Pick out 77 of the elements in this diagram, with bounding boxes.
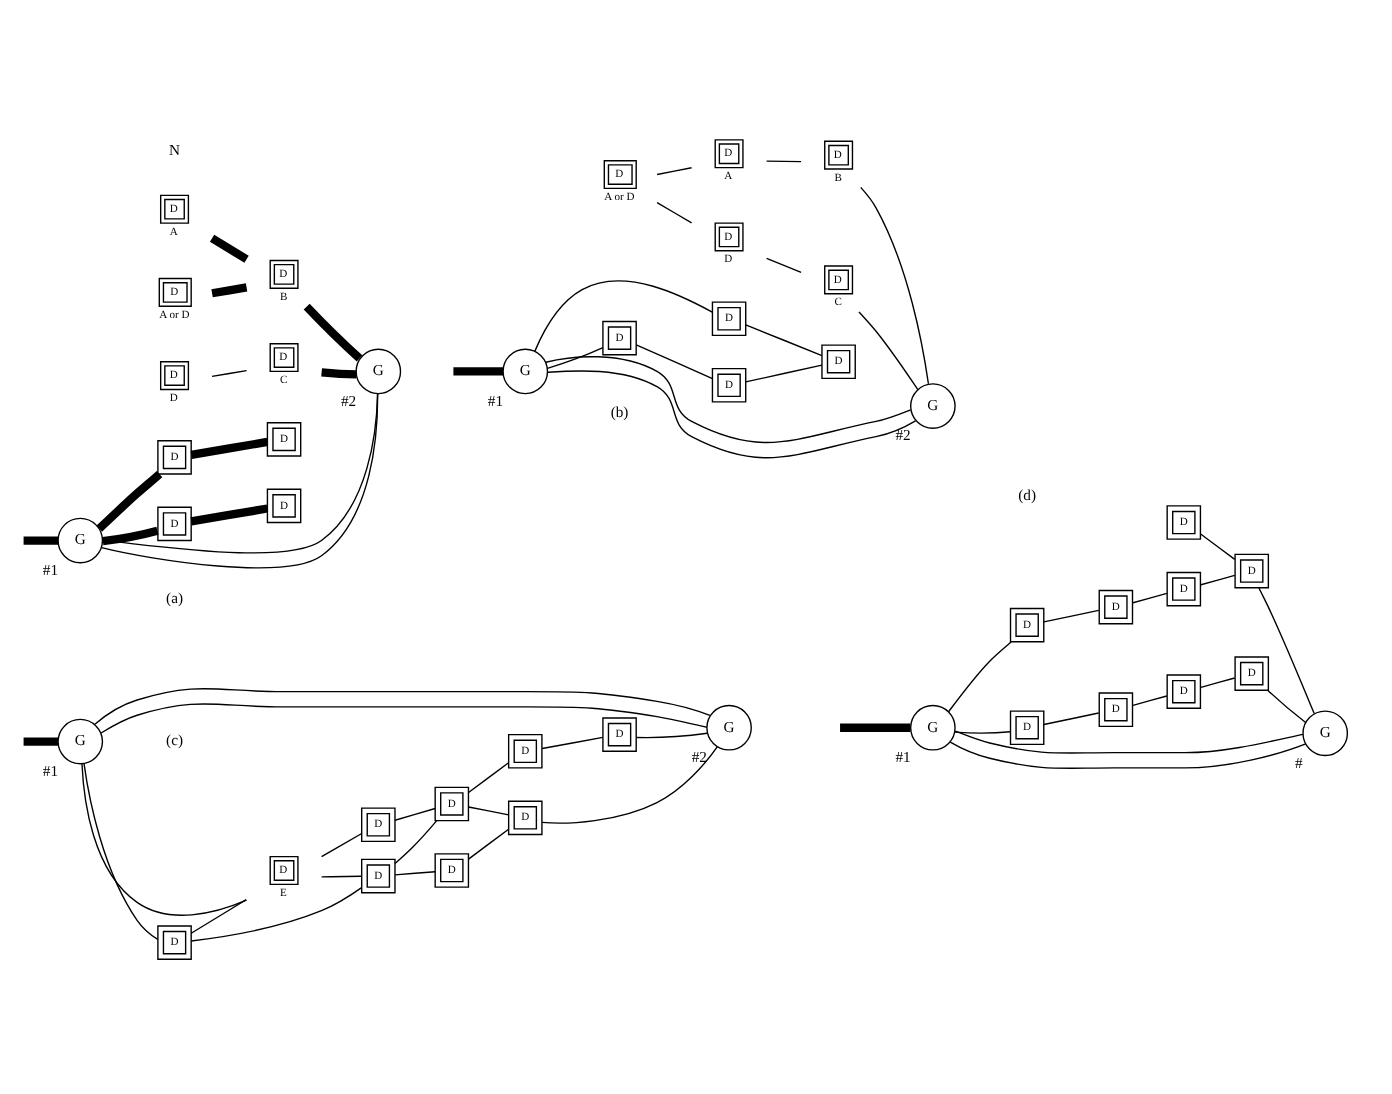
- connector: [1200, 676, 1236, 687]
- node-circle: G: [706, 703, 752, 750]
- connector: [394, 870, 436, 875]
- connector: [541, 745, 719, 823]
- node-circle: G: [355, 347, 402, 394]
- connector: [211, 368, 248, 377]
- node-label: #: [1295, 752, 1303, 771]
- node-circle: G: [57, 516, 104, 563]
- connector: [765, 256, 802, 273]
- node-label: #2: [895, 425, 911, 444]
- connector: [102, 525, 159, 545]
- connector: [320, 832, 362, 857]
- label: (b): [610, 401, 629, 420]
- connector: [954, 729, 1304, 753]
- connector: [190, 898, 247, 933]
- connector: [635, 343, 714, 379]
- node-circle: G: [1302, 709, 1349, 756]
- label: N: [169, 139, 181, 158]
- connector: [100, 702, 708, 733]
- label: (a): [166, 587, 183, 606]
- connector: [394, 806, 436, 820]
- connector: [209, 233, 249, 262]
- connector: [81, 762, 248, 915]
- connector: [1200, 573, 1236, 585]
- connector: [320, 874, 362, 877]
- connector: [211, 282, 248, 297]
- connector: [83, 762, 159, 940]
- node-label: #1: [895, 747, 911, 766]
- node-label: #1: [42, 559, 59, 578]
- connector: [1043, 608, 1100, 622]
- node-circle: G: [910, 703, 956, 750]
- connector: [23, 535, 59, 544]
- connector: [96, 470, 163, 531]
- connector: [23, 736, 59, 745]
- connector: [190, 886, 362, 941]
- connector: [765, 159, 802, 162]
- connector: [546, 346, 604, 368]
- connector: [745, 323, 823, 356]
- node-circle: G: [910, 382, 956, 428]
- label: (d): [1018, 485, 1037, 504]
- node-label: #2: [691, 747, 707, 766]
- connector: [1258, 586, 1315, 714]
- node-circle: G: [502, 347, 549, 394]
- connector: [947, 640, 1012, 712]
- connector: [467, 805, 510, 815]
- connector: [949, 740, 1307, 769]
- connector: [394, 819, 438, 864]
- connector: [1132, 591, 1168, 603]
- connector: [546, 369, 917, 458]
- connector: [190, 503, 269, 525]
- connector: [541, 735, 604, 749]
- connector: [534, 279, 713, 351]
- connector: [1132, 694, 1168, 706]
- node-label: #1: [487, 390, 504, 409]
- connector: [745, 363, 823, 382]
- connector: [635, 731, 708, 738]
- connector: [1267, 688, 1307, 722]
- connector: [94, 687, 711, 725]
- label: (c): [166, 730, 183, 749]
- connector: [453, 366, 504, 375]
- node-label: #2: [340, 390, 357, 409]
- connector: [1043, 711, 1100, 725]
- connector: [656, 166, 693, 175]
- connector: [545, 355, 912, 443]
- connector: [840, 722, 911, 731]
- connector: [954, 730, 1012, 733]
- connector: [860, 185, 930, 384]
- connector: [321, 367, 357, 378]
- connector: [190, 436, 269, 458]
- node-label: #1: [42, 760, 59, 779]
- node-circle: G: [57, 717, 104, 764]
- connector: [1200, 532, 1236, 560]
- connector: [858, 310, 919, 390]
- connector: [656, 200, 693, 223]
- connector: [467, 827, 510, 859]
- connector: [467, 761, 510, 793]
- connector: [303, 302, 363, 361]
